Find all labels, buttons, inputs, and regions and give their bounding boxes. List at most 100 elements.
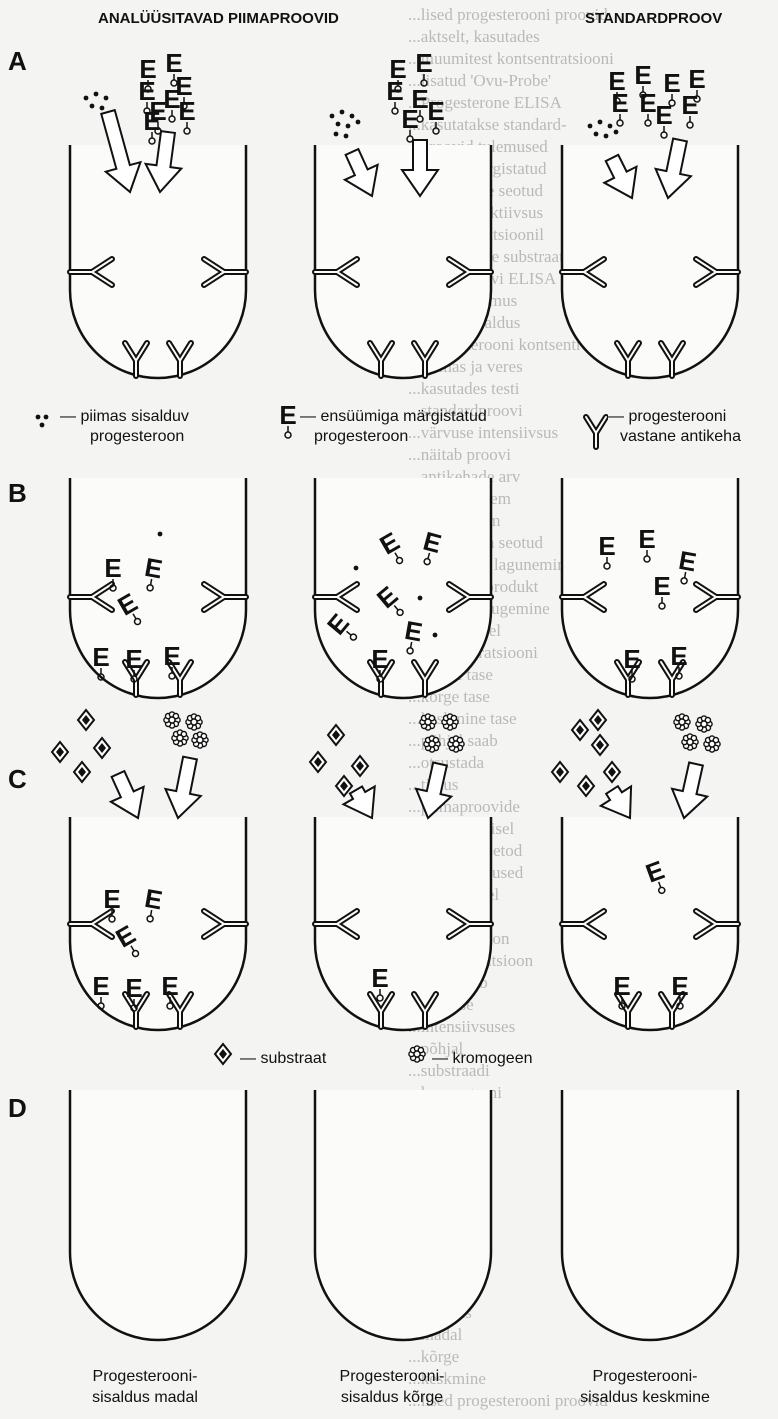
- background-text-line: ...kasutades testi: [408, 379, 520, 398]
- e-letter: E: [104, 553, 121, 583]
- chromogen-flower: [704, 736, 720, 752]
- e-letter: E: [401, 104, 418, 134]
- chromogen-flower: [420, 714, 436, 730]
- legend-diamond-icon: [215, 1044, 231, 1064]
- result-label-high: Progesterooni-sisaldus kõrge: [292, 1366, 492, 1408]
- e-letter: E: [103, 884, 120, 914]
- substrate-diamond: [578, 776, 594, 796]
- chromogen-flower: [682, 734, 698, 750]
- e-letter: E: [638, 524, 655, 554]
- e-letter: E: [415, 48, 432, 78]
- e-letter: E: [639, 88, 656, 118]
- e-letter: E: [175, 71, 192, 101]
- substrate-diamond: [590, 710, 606, 730]
- milk-progesterone-dots: [354, 566, 359, 571]
- legend-chromogen-label: — kromogeen: [432, 1049, 533, 1069]
- e-letter: E: [671, 971, 688, 1001]
- e-letter: E: [653, 571, 670, 601]
- e-letter: E: [161, 971, 178, 1001]
- chromogen-flower: [442, 714, 458, 730]
- tube-d: [562, 1090, 738, 1340]
- e-letter: E: [92, 642, 109, 672]
- legend-milk-progesterone-label: — piimas sisalduv progesteroon: [60, 407, 189, 447]
- enzyme-dot: [169, 116, 175, 122]
- background-text-line: ...lised progesterooni proovid: [408, 5, 608, 24]
- legend-e-icon: E: [279, 400, 296, 438]
- substrate-diamond: [552, 762, 568, 782]
- substrate-diamond: [328, 725, 344, 745]
- e-letter: E: [92, 971, 109, 1001]
- enzyme-dot: [285, 432, 291, 438]
- header-analyzed-samples: ANALÜÜSITAVAD PIIMAPROOVID: [98, 10, 339, 27]
- e-letter: E: [623, 644, 640, 674]
- milk-progesterone-dots: [588, 120, 619, 139]
- enzyme-labeled-progesterone: E: [655, 100, 672, 138]
- enzyme-labeled-progesterone: E: [143, 106, 160, 144]
- enzyme-dot: [392, 108, 398, 114]
- chromogen-flower: [192, 732, 208, 748]
- result-label-low: Progesterooni-sisaldus madal: [45, 1366, 245, 1408]
- background-text-line: ...näitab proovi: [408, 445, 511, 464]
- e-letter: E: [681, 90, 698, 120]
- enzyme-labeled-progesterone: E: [611, 88, 628, 126]
- chromogen-flower: [448, 736, 464, 752]
- header-standard-sample: STANDARDPROOV: [585, 10, 722, 27]
- milk-progesterone-dots: [418, 596, 423, 601]
- substrate-diamond: [592, 735, 608, 755]
- e-letter: E: [670, 641, 687, 671]
- milk-progesterone-dots: [84, 92, 109, 111]
- e-letter: E: [634, 60, 651, 90]
- tube-a: [315, 145, 491, 378]
- chromogen-flower: [696, 716, 712, 732]
- result-label-medium: Progesterooni-sisaldus keskmine: [545, 1366, 745, 1408]
- e-letter: E: [655, 100, 672, 130]
- background-text-line: ...kõrge: [408, 1347, 459, 1366]
- e-letter: E: [279, 400, 296, 430]
- enzyme-labeled-progesterone: E: [681, 90, 698, 128]
- legend-dot-icon: [36, 415, 49, 428]
- chromogen-flower: [164, 712, 180, 728]
- e-letter: E: [143, 106, 160, 136]
- tube-d: [315, 1090, 491, 1340]
- milk-progesterone-dots: [330, 110, 361, 139]
- substrate-diamond: [78, 710, 94, 730]
- legend-antibody-label: — progesterooni vastane antikeha: [608, 407, 745, 447]
- substrate-diamond: [604, 762, 620, 782]
- enzyme-dot: [645, 120, 651, 126]
- substrate-diamond: [74, 762, 90, 782]
- enzyme-dot: [617, 120, 623, 126]
- substrate-diamond: [352, 756, 368, 776]
- substrate-diamond: [572, 720, 588, 740]
- substrate-diamond: [310, 752, 326, 772]
- legend-enzyme-progesterone-label: — ensüümiga märgistatud progesteroon: [300, 407, 487, 447]
- e-letter: E: [386, 76, 403, 106]
- tube-b: [315, 478, 491, 698]
- row-letter-b: B: [8, 478, 27, 509]
- legend-substrate-label: — substraat: [240, 1049, 326, 1069]
- legend-flower-icon: [409, 1046, 425, 1062]
- row-letter-a: A: [8, 46, 27, 77]
- enzyme-dot: [687, 122, 693, 128]
- e-letter: E: [125, 644, 142, 674]
- milk-progesterone-dots: [158, 532, 163, 537]
- e-letter: E: [663, 68, 680, 98]
- e-letter: E: [163, 641, 180, 671]
- tube-b: [562, 478, 738, 698]
- enzyme-dot: [149, 138, 155, 144]
- e-letter: E: [598, 531, 615, 561]
- milk-progesterone-dots: [433, 633, 438, 638]
- down-arrow: [160, 754, 207, 821]
- chromogen-flower: [172, 730, 188, 746]
- tube-a: [562, 145, 738, 378]
- tube-d: [70, 1090, 246, 1340]
- substrate-diamond: [52, 742, 68, 762]
- enzyme-labeled-progesterone: E: [178, 96, 195, 134]
- substrate-diamond: [94, 738, 110, 758]
- background-text-line: ...aktselt, kasutades: [408, 27, 540, 46]
- enzyme-labeled-progesterone: E: [639, 88, 656, 126]
- e-letter: E: [613, 971, 630, 1001]
- e-letter: E: [371, 963, 388, 993]
- enzyme-dot: [661, 132, 667, 138]
- e-letter: E: [611, 88, 628, 118]
